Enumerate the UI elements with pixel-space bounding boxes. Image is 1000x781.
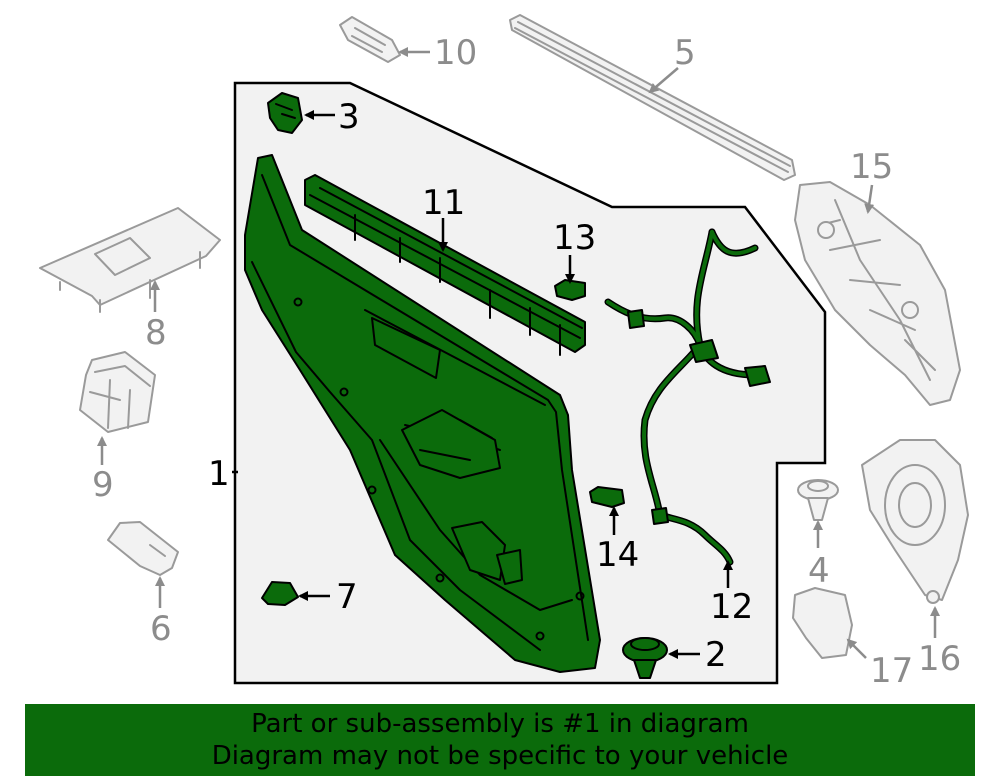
- callout-12: 12: [710, 587, 753, 627]
- part-17-pad: [792, 587, 853, 659]
- part-14-clip: [589, 486, 625, 508]
- part-9-window-switch: [79, 351, 156, 433]
- callout-17: 17: [870, 651, 913, 691]
- callout-3: 3: [338, 97, 360, 137]
- part-11-upper-rail: [304, 174, 586, 356]
- footer-line-2: Diagram may not be specific to your vehi…: [211, 741, 789, 771]
- footer-line-1: Part or sub-assembly is #1 in diagram: [251, 709, 749, 739]
- callout-16: 16: [918, 639, 961, 679]
- part-8-switch-bezel: [39, 207, 221, 313]
- callout-15: 15: [850, 147, 893, 187]
- part-13-clip: [554, 279, 586, 301]
- part-10-bracket: [339, 16, 401, 63]
- callout-9: 9: [92, 465, 114, 505]
- callout-14: 14: [596, 535, 639, 575]
- callout-11: 11: [422, 183, 465, 223]
- leader-arrow-5: [648, 67, 679, 94]
- part-4-push-clip: [797, 479, 839, 521]
- part-15-inner-bracket: [794, 181, 961, 406]
- part-1-door-trim-panel: [244, 154, 601, 673]
- callout-7: 7: [336, 577, 358, 617]
- callout-4: 4: [808, 551, 830, 591]
- part-12-wiring-harness: [604, 228, 771, 566]
- callout-13: 13: [553, 218, 596, 258]
- part-2-push-pin: [622, 637, 668, 679]
- part-5-belt-molding: [509, 14, 796, 181]
- leader-arrow-17: [846, 638, 867, 659]
- part-16-speaker: [861, 439, 969, 604]
- part-3-clip: [267, 92, 303, 134]
- callout-6: 6: [150, 609, 172, 649]
- callout-5: 5: [674, 33, 696, 73]
- footer-banner: Part or sub-assembly is #1 in diagram Di…: [25, 704, 975, 776]
- callout-10: 10: [434, 33, 477, 73]
- leader-arrow-15: [864, 184, 875, 214]
- part-6-trim-piece: [107, 521, 179, 576]
- callout-8: 8: [145, 313, 167, 353]
- callout-1: 1: [208, 454, 230, 494]
- callout-2: 2: [705, 635, 727, 675]
